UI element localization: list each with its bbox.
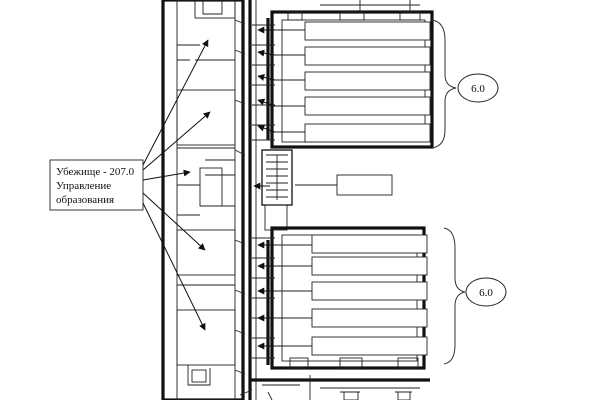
shelter-leader-4 [142, 192, 206, 251]
upper-brace [431, 19, 457, 149]
shelter-row-9 [311, 308, 428, 328]
shelter-row-7 [311, 256, 428, 276]
lower-capacity: 6.0 [443, 227, 507, 365]
shelter-leader-5 [142, 202, 206, 331]
shelter-row-10 [311, 336, 428, 356]
shelter-leader-2 [142, 111, 211, 171]
capacity-label-lower: 6.0 [479, 287, 493, 299]
capacity-circle-upper [457, 73, 499, 103]
lower-brace [443, 227, 466, 365]
lower-leader-arrows [253, 182, 275, 350]
shelter-row-4 [304, 96, 431, 116]
upper-capacity: 6.0 [431, 19, 499, 149]
left-wing [161, 0, 246, 400]
capacity-circle-lower [465, 277, 507, 307]
shelter-row-3 [304, 71, 431, 91]
shelter-row-8 [311, 281, 428, 301]
shelter-row-1 [304, 21, 431, 41]
shelter-row-2 [304, 46, 431, 66]
shelter-leader-1 [142, 39, 209, 166]
shelter-label-line-2: Управление [56, 180, 111, 192]
corridor [248, 0, 293, 400]
upper-leader-arrows [257, 26, 276, 133]
upper-right-block [252, 0, 434, 149]
shelter-row-5 [304, 123, 431, 143]
lower-right-block [252, 226, 428, 370]
shelter-label-line-3: образования [56, 194, 114, 206]
capacity-label-upper: 6.0 [471, 83, 485, 95]
shelter-label-line-1: Убежище - 207.0 [56, 166, 135, 178]
shelter-callout: Убежище - 207.0 Управление образования [49, 39, 211, 331]
shelter-box-middle [336, 174, 393, 196]
shelter-label-box [49, 159, 144, 211]
bottom-strip [239, 375, 430, 400]
shelter-row-6 [311, 234, 428, 254]
shelter-leader-3 [142, 169, 191, 181]
